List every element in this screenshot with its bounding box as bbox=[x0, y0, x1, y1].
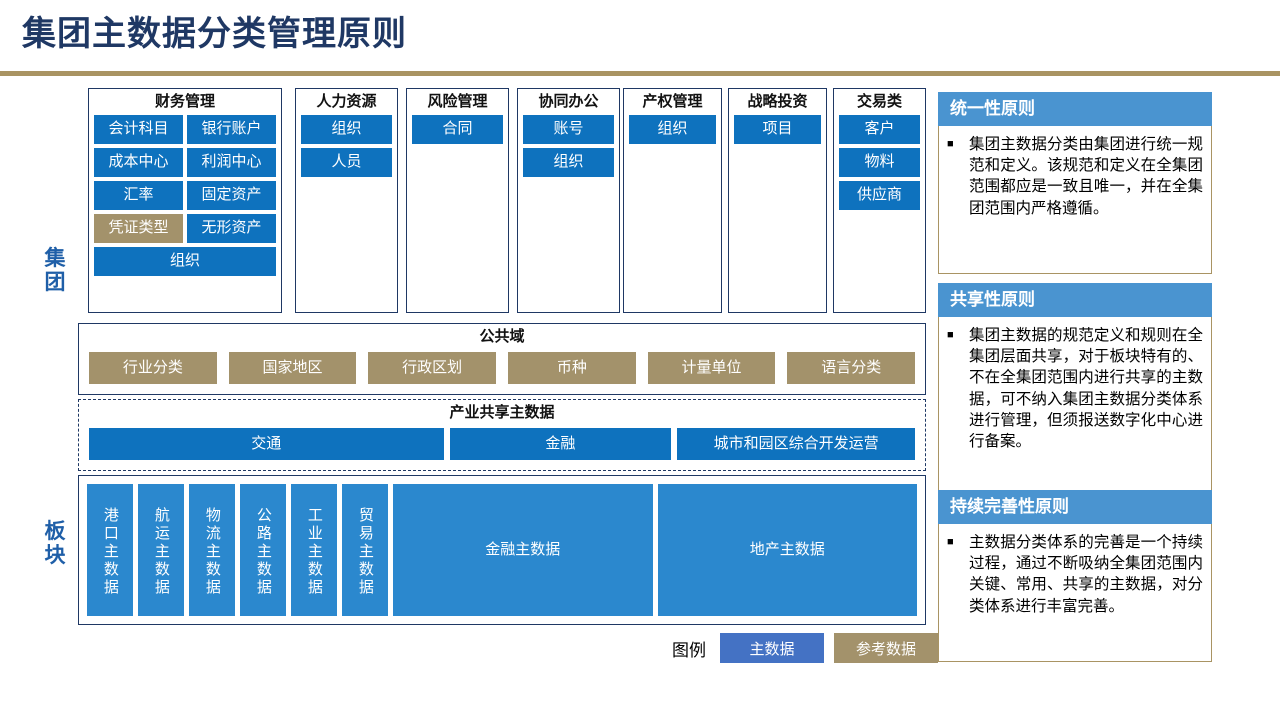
sector-wide-chip[interactable]: 地产主数据 bbox=[657, 484, 917, 616]
industry-shared-chip[interactable]: 城市和园区综合开发运营 bbox=[677, 427, 915, 460]
principle-body: ■ 集团主数据分类由集团进行统一规范和定义。该规范和定义在全集团范围都应是一致且… bbox=[938, 125, 1212, 274]
data-entity-chip[interactable]: 会计科目 bbox=[94, 114, 183, 144]
principle-card-shared: 共享性原则 ■ 集团主数据的规范定义和规则在全集团层面共享，对于板块特有的、不在… bbox=[938, 283, 1212, 495]
principle-title: 统一性原则 bbox=[938, 92, 1212, 126]
data-entity-chip[interactable]: 项目 bbox=[734, 114, 821, 144]
data-entity-chip[interactable]: 组织 bbox=[523, 147, 614, 177]
sector-wide-chip[interactable]: 金融主数据 bbox=[393, 484, 653, 616]
sector-items: 港口主数据航运主数据物流主数据公路主数据工业主数据贸易主数据金融主数据地产主数据 bbox=[79, 476, 925, 624]
data-entity-chip[interactable]: 客户 bbox=[839, 114, 920, 144]
axis-label-group: 集团 bbox=[44, 247, 66, 295]
data-entity-chip[interactable]: 供应商 bbox=[839, 180, 920, 210]
legend: 图例 主数据 参考数据 bbox=[672, 633, 938, 663]
domain-column-items: 组织人员 bbox=[296, 114, 397, 182]
domain-column-title: 战略投资 bbox=[747, 93, 808, 110]
data-entity-chip[interactable]: 银行账户 bbox=[187, 114, 276, 144]
data-entity-chip[interactable]: 组织 bbox=[301, 114, 392, 144]
public-domain-chip[interactable]: 行政区划 bbox=[368, 351, 497, 384]
principle-body: ■ 主数据分类体系的完善是一个持续过程，通过不断吸纳全集团范围内关键、常用、共享… bbox=[938, 523, 1212, 662]
domain-column-items: 客户物料供应商 bbox=[834, 114, 925, 215]
bullet-icon: ■ bbox=[947, 328, 954, 341]
principle-card-continuous-improvement: 持续完善性原则 ■ 主数据分类体系的完善是一个持续过程，通过不断吸纳全集团范围内… bbox=[938, 490, 1212, 662]
domain-column-items: 组织 bbox=[624, 114, 721, 149]
data-entity-chip[interactable]: 组织 bbox=[94, 246, 276, 276]
industry-shared-chip[interactable]: 交通 bbox=[89, 427, 444, 460]
data-entity-chip[interactable]: 物料 bbox=[839, 147, 920, 177]
data-entity-chip[interactable]: 组织 bbox=[629, 114, 716, 144]
principle-text: 主数据分类体系的完善是一个持续过程，通过不断吸纳全集团范围内关键、常用、共享的主… bbox=[969, 533, 1203, 615]
public-domain-chip[interactable]: 国家地区 bbox=[228, 351, 357, 384]
data-entity-chip[interactable]: 固定资产 bbox=[187, 180, 276, 210]
sector-vertical-chip[interactable]: 物流主数据 bbox=[189, 484, 235, 616]
sector-vertical-chip[interactable]: 公路主数据 bbox=[240, 484, 286, 616]
public-domain-chip[interactable]: 语言分类 bbox=[787, 351, 916, 384]
domain-item-grid: 会计科目银行账户成本中心利润中心汇率固定资产凭证类型无形资产 bbox=[94, 114, 276, 243]
legend-master-data: 主数据 bbox=[720, 633, 824, 663]
sector-vertical-chip[interactable]: 工业主数据 bbox=[291, 484, 337, 616]
domain-column-items: 项目 bbox=[729, 114, 826, 149]
domain-column-title: 财务管理 bbox=[154, 93, 215, 110]
public-domain-chip[interactable]: 计量单位 bbox=[647, 351, 776, 384]
axis-label-sector: 板块 bbox=[44, 520, 66, 568]
domain-column-items: 账号组织 bbox=[518, 114, 619, 182]
domain-column-title: 人力资源 bbox=[316, 93, 377, 110]
domain-column-items: 合同 bbox=[407, 114, 508, 149]
domain-column-items: 会计科目银行账户成本中心利润中心汇率固定资产凭证类型无形资产组织 bbox=[89, 114, 281, 281]
principle-card-unified: 统一性原则 ■ 集团主数据分类由集团进行统一规范和定义。该规范和定义在全集团范围… bbox=[938, 92, 1212, 274]
legend-label: 图例 bbox=[672, 640, 706, 660]
sector-vertical-chip[interactable]: 港口主数据 bbox=[87, 484, 133, 616]
data-entity-chip[interactable]: 人员 bbox=[301, 147, 392, 177]
industry-shared-chip[interactable]: 金融 bbox=[449, 427, 672, 460]
sector-panel: 港口主数据航运主数据物流主数据公路主数据工业主数据贸易主数据金融主数据地产主数据 bbox=[78, 475, 926, 625]
data-entity-chip[interactable]: 利润中心 bbox=[187, 147, 276, 177]
public-domain-panel: 公共域 行业分类国家地区行政区划币种计量单位语言分类 bbox=[78, 323, 926, 395]
industry-shared-title: 产业共享主数据 bbox=[449, 404, 555, 421]
industry-shared-items: 交通金融城市和园区综合开发运营 bbox=[79, 427, 925, 460]
data-entity-chip[interactable]: 成本中心 bbox=[94, 147, 183, 177]
data-entity-chip[interactable]: 合同 bbox=[412, 114, 503, 144]
domain-column: 财务管理会计科目银行账户成本中心利润中心汇率固定资产凭证类型无形资产组织 bbox=[88, 88, 282, 313]
sector-vertical-chip[interactable]: 贸易主数据 bbox=[342, 484, 388, 616]
data-entity-chip[interactable]: 无形资产 bbox=[187, 213, 276, 243]
domain-column: 产权管理组织 bbox=[623, 88, 722, 313]
domain-column-title: 产权管理 bbox=[642, 93, 703, 110]
principle-text: 集团主数据的规范定义和规则在全集团层面共享，对于板块特有的、不在全集团范围内进行… bbox=[969, 326, 1203, 451]
page-title: 集团主数据分类管理原则 bbox=[22, 15, 407, 53]
domain-column: 人力资源组织人员 bbox=[295, 88, 398, 313]
domain-column-title: 协同办公 bbox=[538, 93, 599, 110]
industry-shared-panel: 产业共享主数据 交通金融城市和园区综合开发运营 bbox=[78, 399, 926, 471]
principle-title: 持续完善性原则 bbox=[938, 490, 1212, 524]
title-divider bbox=[0, 71, 1280, 76]
sector-vertical-chip[interactable]: 航运主数据 bbox=[138, 484, 184, 616]
public-domain-chip[interactable]: 行业分类 bbox=[89, 351, 217, 384]
data-entity-chip[interactable]: 汇率 bbox=[94, 180, 183, 210]
public-domain-chip[interactable]: 币种 bbox=[508, 351, 636, 384]
domain-column-title: 风险管理 bbox=[427, 93, 488, 110]
domain-column-title: 交易类 bbox=[856, 93, 902, 110]
principle-text: 集团主数据分类由集团进行统一规范和定义。该规范和定义在全集团范围都应是一致且唯一… bbox=[969, 135, 1203, 217]
principle-title: 共享性原则 bbox=[938, 283, 1212, 317]
legend-reference-data: 参考数据 bbox=[834, 633, 938, 663]
data-entity-chip[interactable]: 账号 bbox=[523, 114, 614, 144]
bullet-icon: ■ bbox=[947, 137, 954, 150]
public-domain-title: 公共域 bbox=[479, 328, 525, 345]
domain-column: 战略投资项目 bbox=[728, 88, 827, 313]
domain-column: 协同办公账号组织 bbox=[517, 88, 620, 313]
bullet-icon: ■ bbox=[947, 535, 954, 548]
principle-body: ■ 集团主数据的规范定义和规则在全集团层面共享，对于板块特有的、不在全集团范围内… bbox=[938, 316, 1212, 495]
domain-column: 交易类客户物料供应商 bbox=[833, 88, 926, 313]
data-entity-chip[interactable]: 凭证类型 bbox=[94, 213, 183, 243]
public-domain-items: 行业分类国家地区行政区划币种计量单位语言分类 bbox=[79, 351, 925, 384]
domain-column: 风险管理合同 bbox=[406, 88, 509, 313]
